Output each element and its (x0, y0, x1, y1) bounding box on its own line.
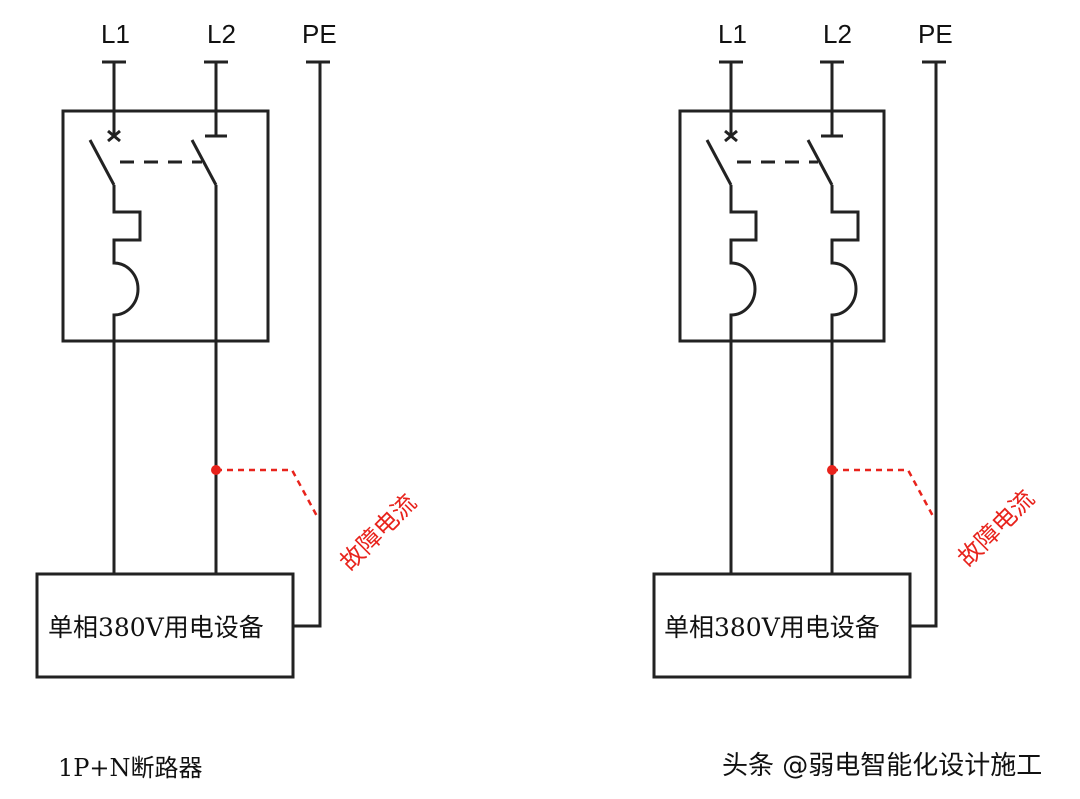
fault-current-path (832, 468, 936, 519)
l2-thermal-element (830, 185, 860, 575)
fault-current-label: 故障电流 (952, 485, 1040, 573)
l1-trip-cross (724, 129, 738, 143)
diagram-left: L1 L2 PE 单相380V用电设备 故障电流 (35, 19, 422, 679)
terminal-label-l1: L1 (101, 19, 130, 49)
l2-switch-blade (190, 139, 218, 186)
breaker-type-caption: 1P+N断路器 (58, 754, 203, 782)
breaker-box (61, 109, 270, 343)
l1-thermal-element (729, 185, 758, 575)
l1-switch-blade (88, 139, 116, 186)
l1-trip-cross (107, 129, 121, 143)
breaker-box (678, 109, 886, 343)
l2-switch-blade (806, 139, 834, 186)
terminal-label-l2: L2 (823, 19, 852, 49)
terminal-label-l2: L2 (207, 19, 236, 49)
l1-thermal-element (112, 185, 142, 575)
diagram-right: L1 L2 PE 单相380V用电设备 故障电流 (652, 19, 1040, 679)
pe-wire (910, 62, 938, 628)
l1-switch-blade (705, 139, 733, 186)
equipment-label: 单相380V用电设备 (48, 613, 264, 642)
equipment-box (35, 572, 295, 679)
fault-current-label: 故障电流 (334, 489, 422, 577)
fault-current-path (216, 468, 320, 519)
pe-wire (293, 62, 322, 628)
terminal-label-pe: PE (302, 19, 337, 49)
terminal-label-pe: PE (918, 19, 953, 49)
terminal-label-l1: L1 (718, 19, 747, 49)
equipment-box (652, 572, 912, 679)
equipment-label: 单相380V用电设备 (664, 613, 880, 642)
source-watermark: 头条 @弱电智能化设计施工 (722, 751, 1043, 781)
